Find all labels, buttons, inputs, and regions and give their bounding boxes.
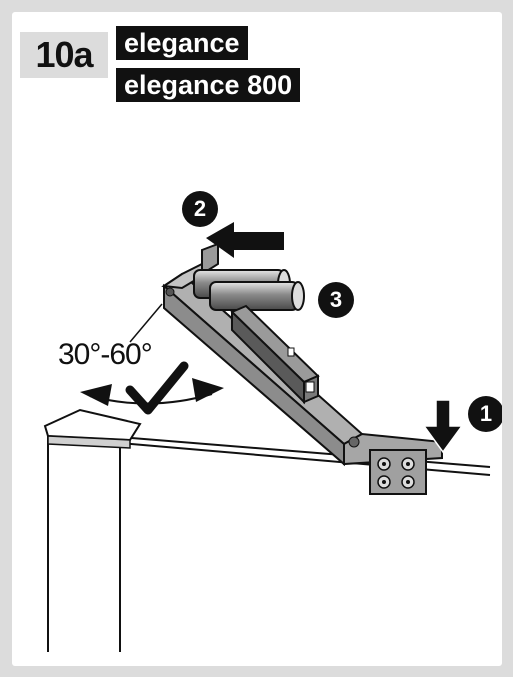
spirit-level-icon	[230, 304, 320, 405]
checkmark-icon	[125, 361, 189, 415]
push-arrow-icon	[206, 222, 284, 258]
battery-icon	[193, 269, 305, 311]
arrow-left-icon	[80, 384, 112, 406]
angle-range-label: 30°-60°	[58, 338, 153, 371]
arrow-right-icon	[192, 378, 224, 402]
down-arrow-icon	[422, 399, 464, 454]
model-label-elegance-800: elegance 800	[116, 68, 301, 102]
step-badge-1: 1	[468, 396, 502, 432]
door-frame	[43, 408, 491, 652]
model-label-elegance: elegance	[116, 26, 248, 60]
step-badge-2: 2	[182, 191, 218, 227]
installation-illustration	[43, 222, 491, 652]
step-badge-3: 3	[318, 282, 354, 318]
step-number: 10a	[20, 32, 108, 78]
instruction-panel: 10a elegance elegance 800 30°-60° 2 3 1	[12, 12, 502, 666]
angle-arc	[80, 303, 224, 415]
